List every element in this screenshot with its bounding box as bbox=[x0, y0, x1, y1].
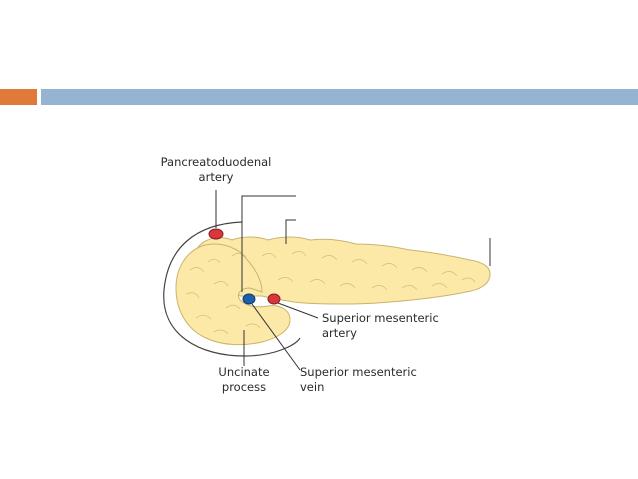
pancreas-head bbox=[175, 243, 291, 346]
label-uncinate-line1: Uncinate bbox=[218, 365, 269, 379]
label-smv-line1: Superior mesenteric bbox=[300, 365, 417, 379]
duodenum-outline bbox=[163, 221, 301, 357]
label-sma-line2: artery bbox=[322, 326, 357, 340]
leader-bracket-head bbox=[241, 195, 296, 292]
leader-bracket-body bbox=[285, 219, 296, 244]
label-uncinate-line2: process bbox=[222, 380, 266, 394]
label-smv-line2: vein bbox=[300, 380, 324, 394]
pancreas-lobules bbox=[185, 251, 476, 335]
label-pancreatoduodenal-line2: artery bbox=[199, 170, 234, 184]
label-pancreatoduodenal-line1: Pancreatoduodenal bbox=[161, 155, 272, 169]
superior-mesenteric-artery-dot bbox=[267, 293, 281, 305]
leader-lines bbox=[215, 190, 491, 371]
superior-mesenteric-vein-dot bbox=[242, 293, 256, 305]
leader-smv bbox=[251, 303, 301, 371]
label-sma-line1: Superior mesenteric bbox=[322, 311, 439, 325]
pancreatoduodenal-artery-dot bbox=[208, 228, 224, 240]
header-accent-orange-bar bbox=[0, 89, 37, 105]
leader-sma bbox=[277, 302, 319, 319]
header-accent-blue-bar bbox=[41, 89, 638, 105]
